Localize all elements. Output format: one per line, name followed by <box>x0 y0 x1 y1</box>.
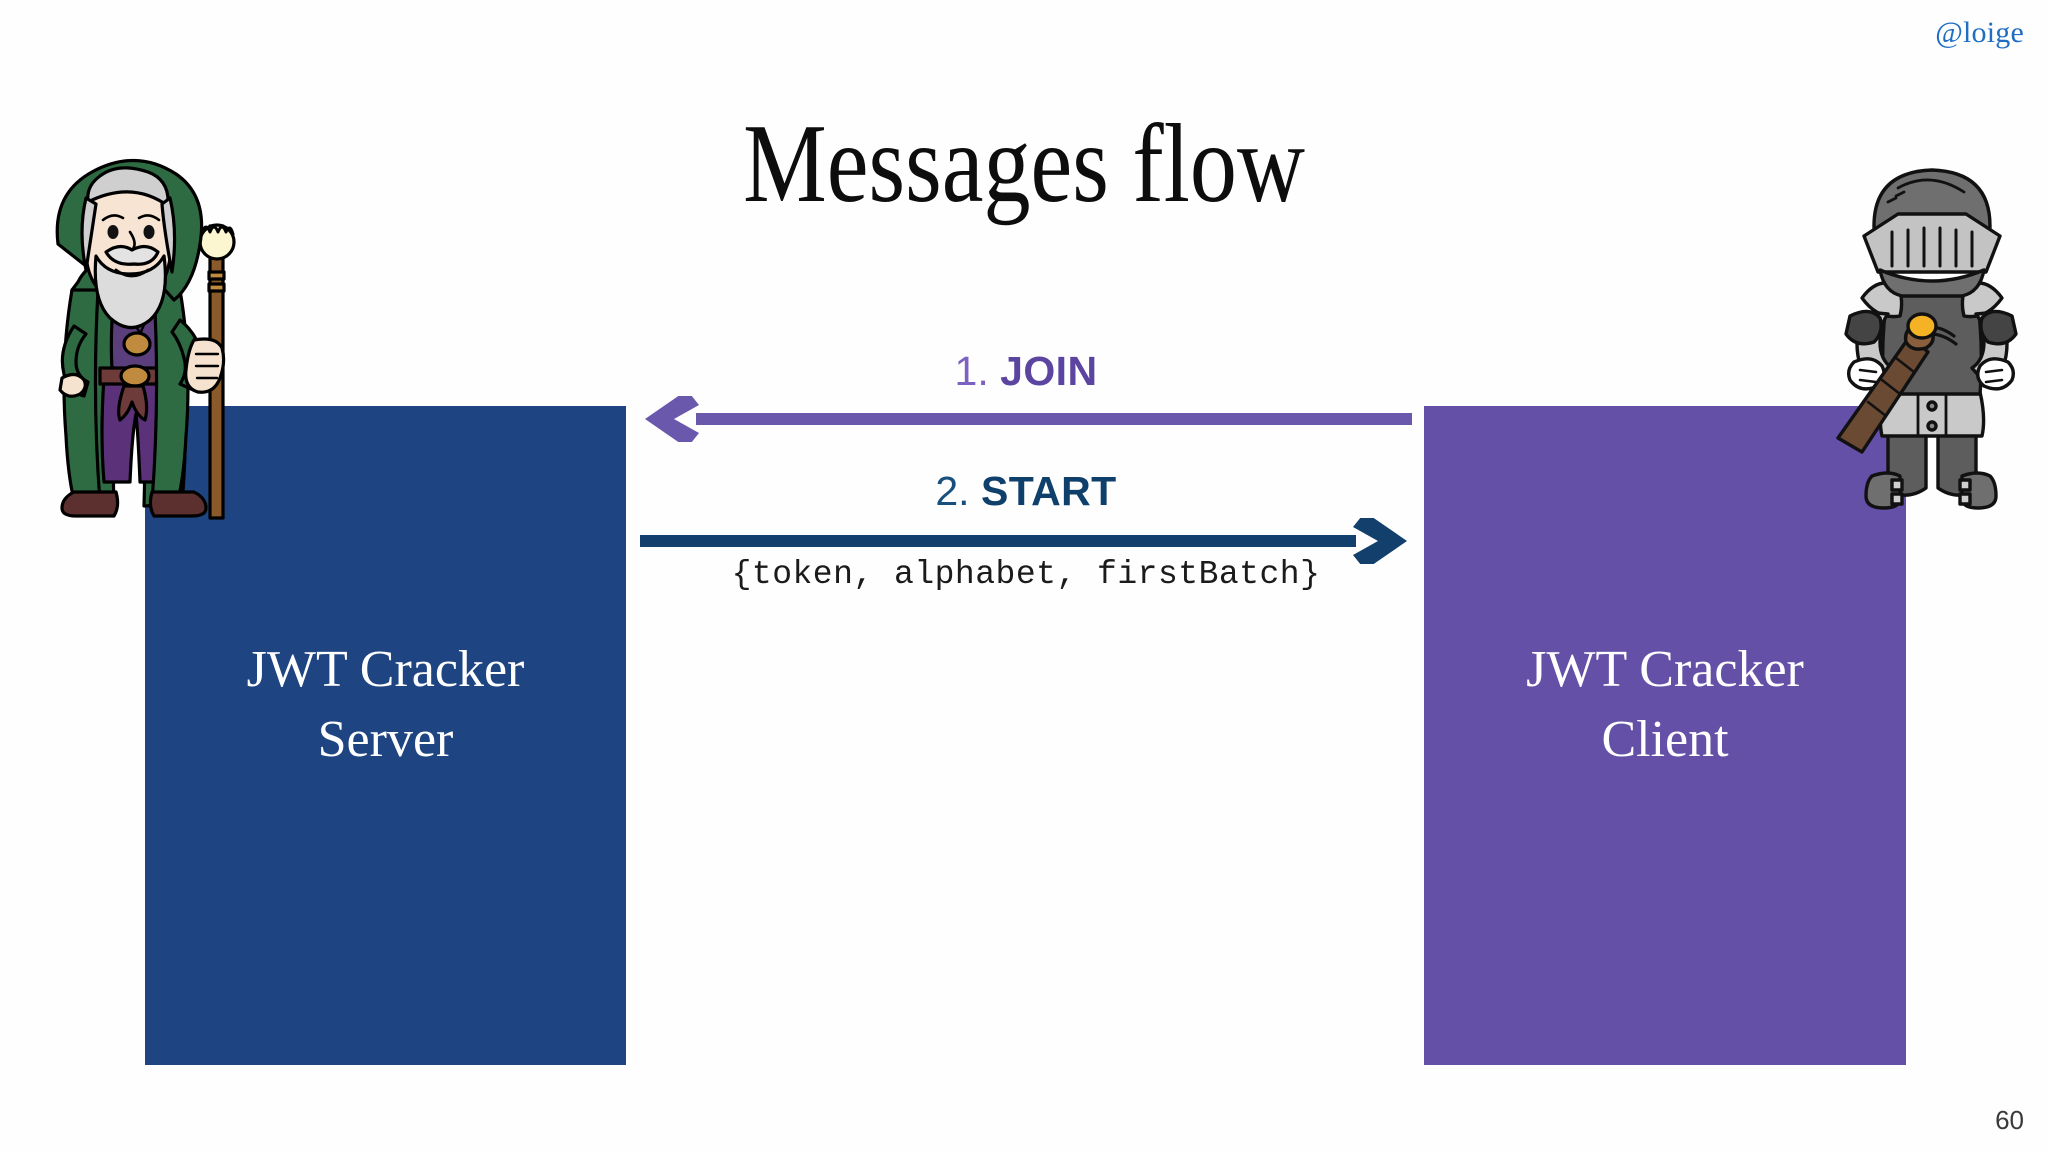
node-label-server-line2: Server <box>317 711 454 769</box>
message-step-number-join: 1. <box>954 348 989 394</box>
message-label-join: 1. JOIN <box>640 348 1412 395</box>
message-payload-start: {token, alphabet, firstBatch} <box>731 556 1321 593</box>
node-label-server-line1: JWT Cracker <box>246 641 525 698</box>
message-step-number-start: 2. <box>935 468 970 514</box>
message-name-start: START <box>980 468 1117 514</box>
author-handle: @loige <box>1935 16 2024 49</box>
wizard-icon <box>30 140 250 520</box>
node-label-client: JWT Cracker Client <box>1424 635 1906 775</box>
node-label-client-line2: Client <box>1601 711 1729 769</box>
node-box-client: JWT Cracker Client <box>1424 406 1906 1065</box>
message-name-join: JOIN <box>1000 348 1098 394</box>
message-label-start: 2. START <box>640 468 1412 515</box>
node-label-server: JWT Cracker Server <box>145 635 626 775</box>
node-label-client-line1: JWT Cracker <box>1526 641 1804 698</box>
page-number: 60 <box>1995 1105 2024 1135</box>
page-title: Messages flow <box>743 102 1305 226</box>
arrow-start-right <box>640 518 1412 564</box>
knight-icon <box>1826 140 2036 520</box>
arrow-join-left <box>640 396 1412 442</box>
node-box-server: JWT Cracker Server <box>145 406 626 1065</box>
